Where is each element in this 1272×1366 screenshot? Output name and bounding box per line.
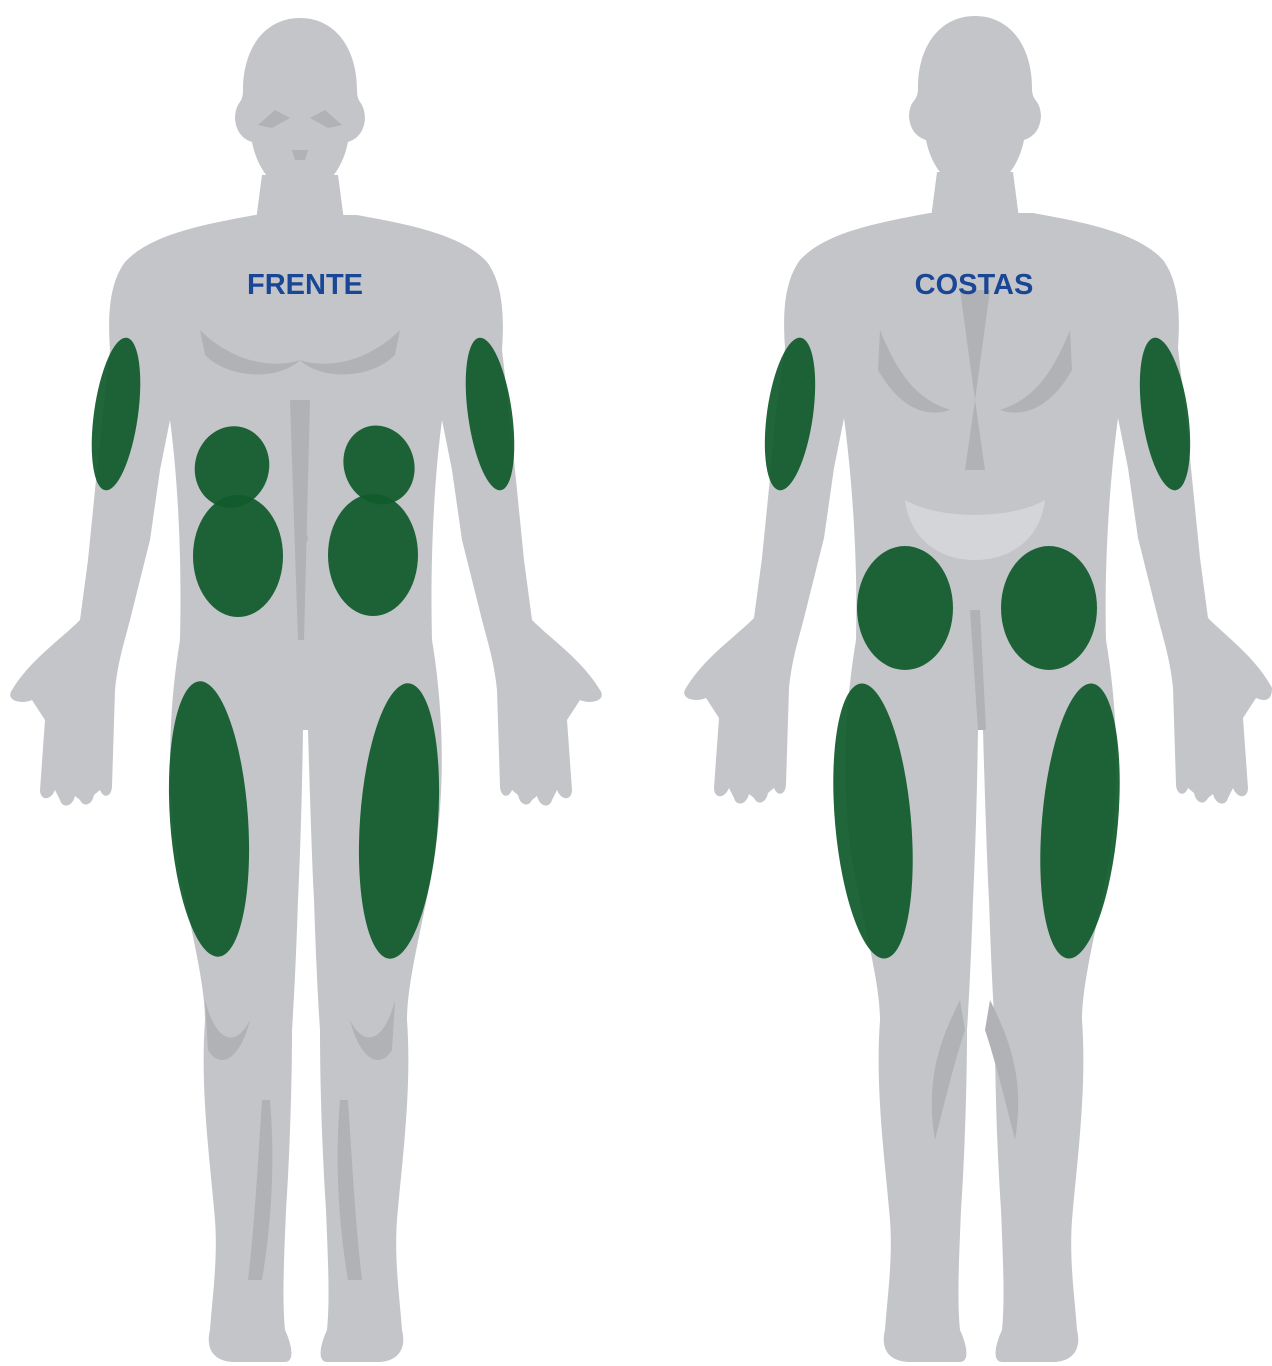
zone-front-abdomen-lower-right bbox=[193, 495, 283, 617]
back-view-label: COSTAS bbox=[915, 269, 1034, 301]
zone-back-buttock-left bbox=[857, 546, 953, 670]
front-view-label: FRENTE bbox=[247, 269, 363, 301]
zone-back-buttock-right bbox=[1001, 546, 1097, 670]
zone-front-abdomen-lower-left bbox=[328, 494, 418, 616]
back-body-figure bbox=[684, 16, 1272, 1362]
front-body-figure bbox=[10, 18, 602, 1362]
